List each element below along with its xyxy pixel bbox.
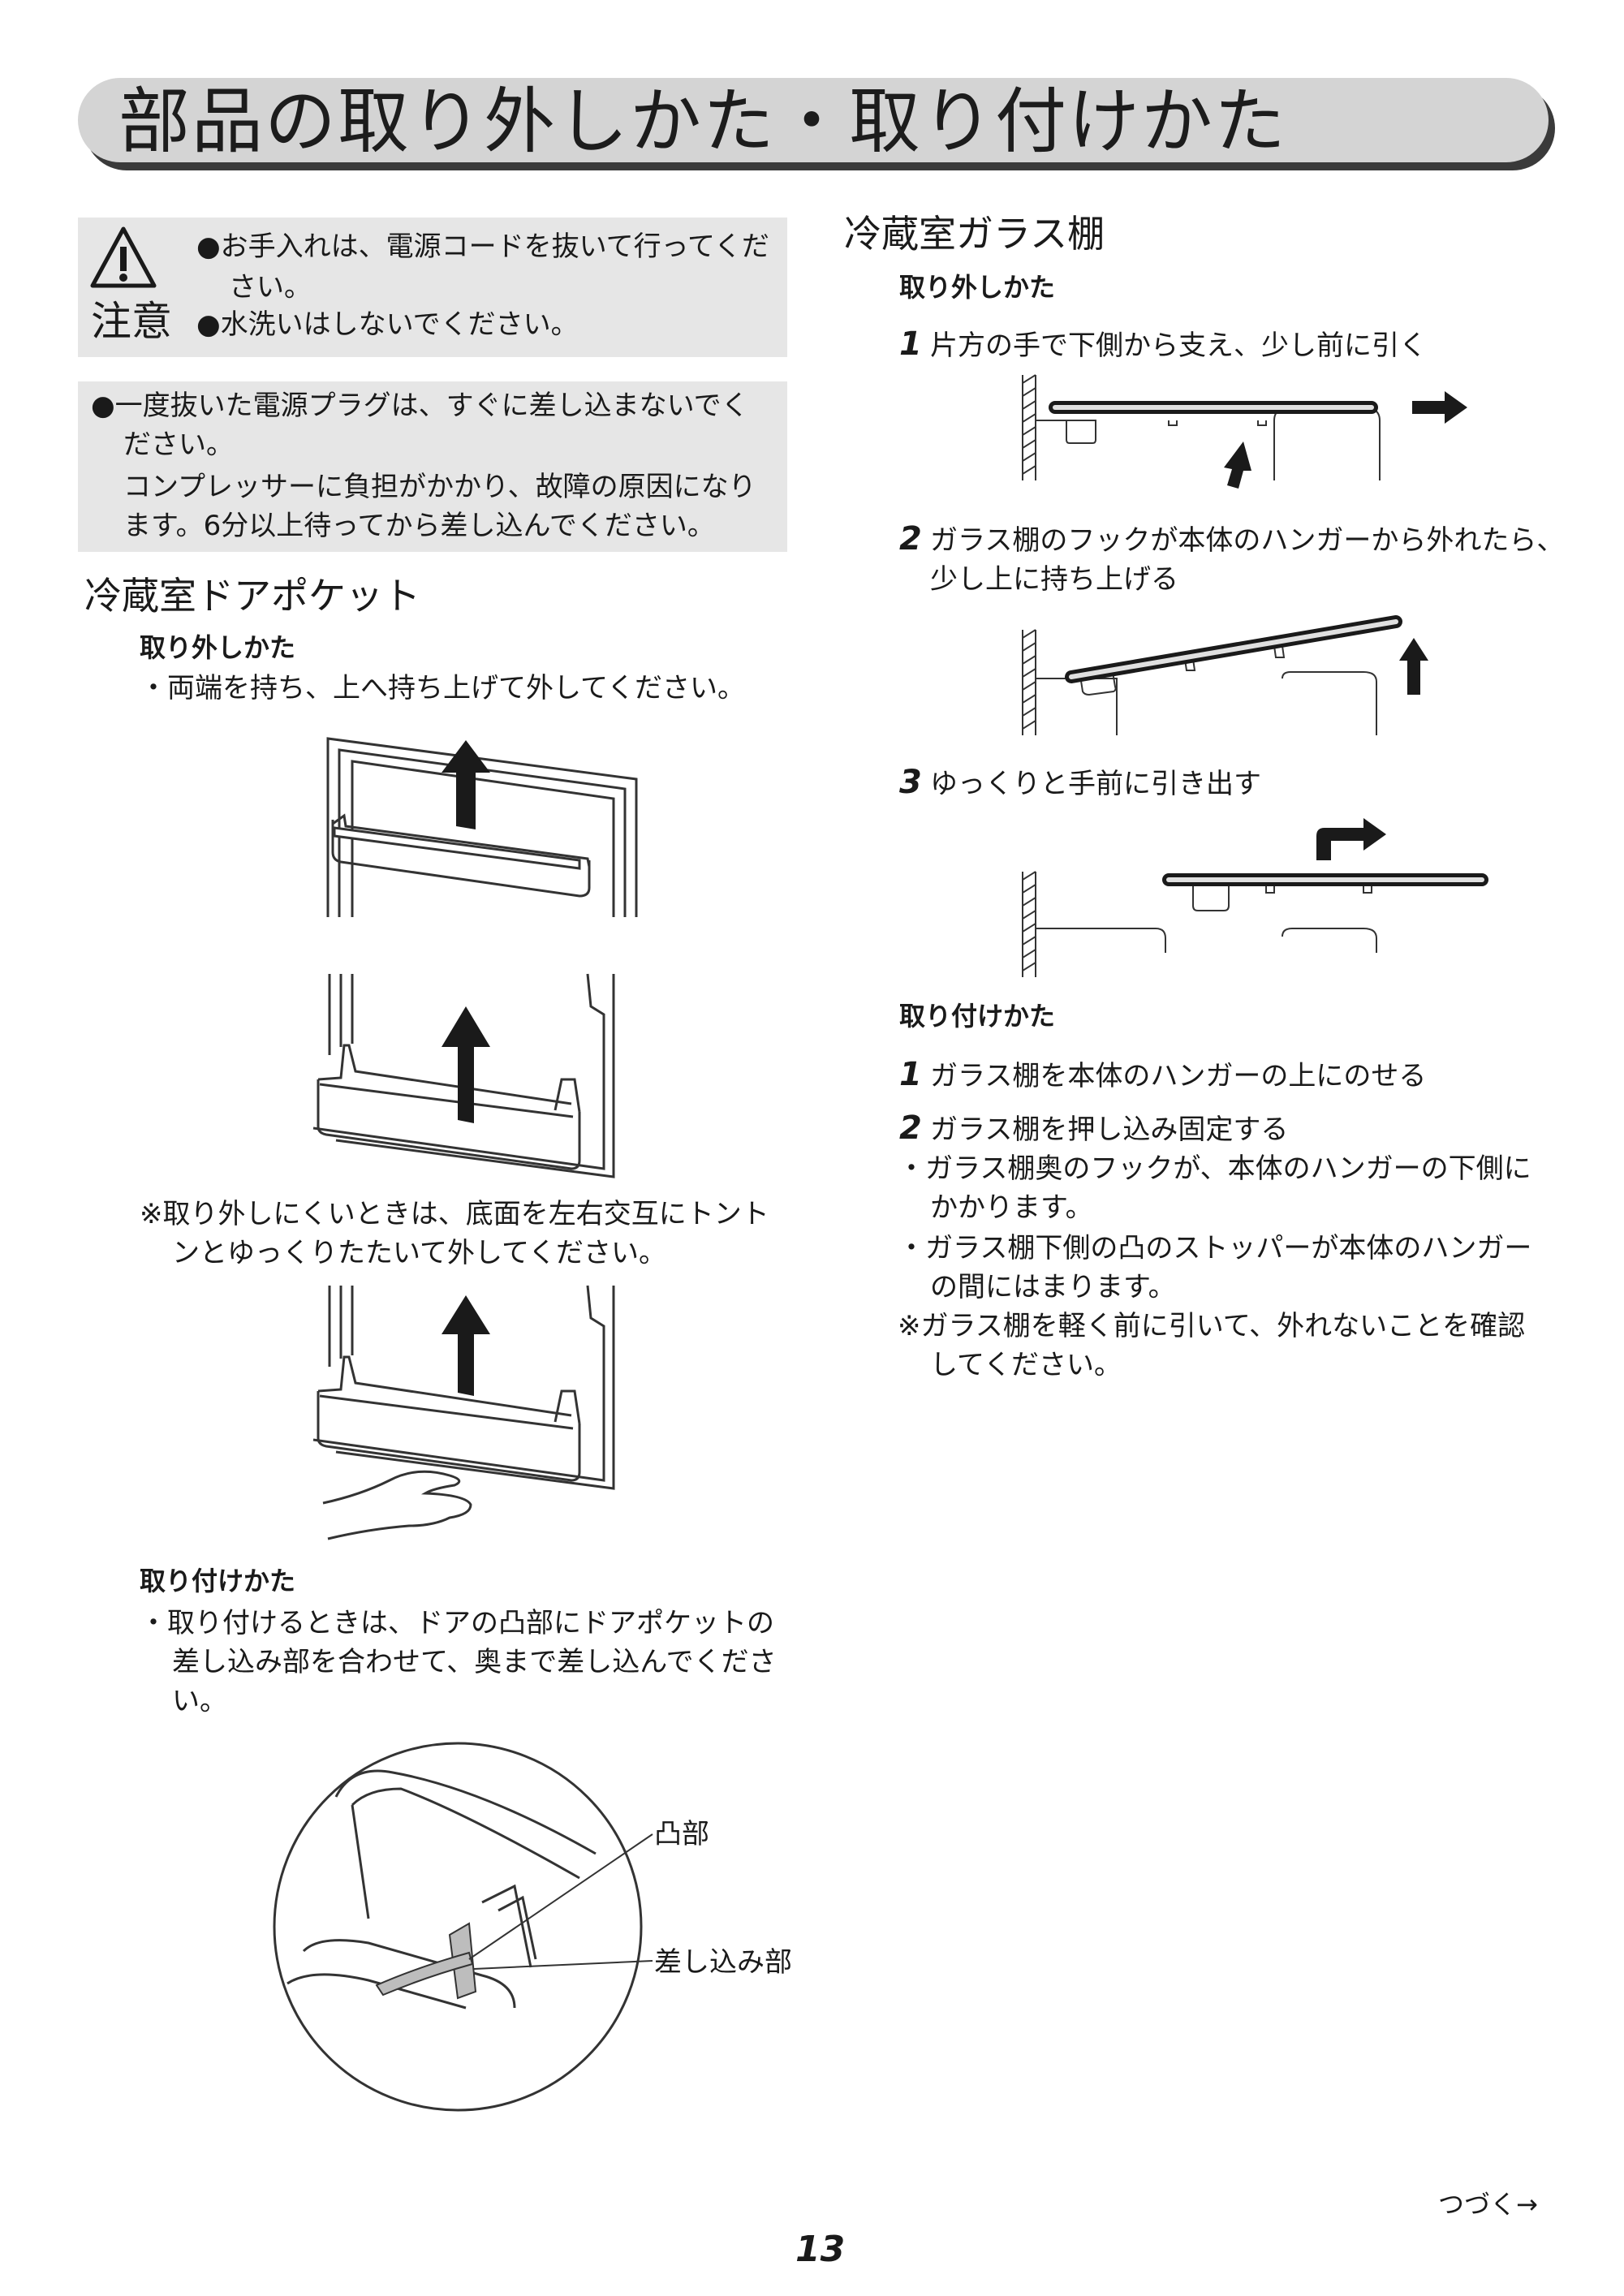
plug-note-line: ます。6分以上待ってから差し込んでください。 [123,510,715,542]
caution-label: 注意 [91,298,172,345]
step-text: 少し上に持ち上げる [930,563,1178,596]
shelf-step1-illustration [1022,374,1467,489]
plug-note-line: コンプレッサーに負担がかかり、故障の原因になり [123,471,756,503]
step-number: 2 [899,520,922,558]
step-text: ガラス棚を押し込み固定する [930,1114,1289,1146]
door-pocket-illustration-2 [312,973,615,1178]
glass-shelf-attach-heading: 取り付けかた [899,1001,1056,1032]
plug-note-line: ださい。 [123,429,234,461]
caution-item-cont: さい。 [229,271,312,304]
attach-note-line: ・ガラス棚下側の凸のストッパーが本体のハンガー [898,1232,1532,1264]
shelf-step2-illustration [1022,615,1428,735]
pocket-attach-detail-illustration [273,1742,653,2112]
step-number: 3 [899,764,922,801]
door-pocket-heading: 冷蔵室ドアポケット [84,574,420,618]
door-pocket-attach-heading: 取り付けかた [140,1566,296,1596]
attach-note-line: の間にはまります。 [930,1271,1176,1303]
caution-item: ●お手入れは、電源コードを抜いて行ってくだ [196,230,769,263]
door-pocket-remove-heading: 取り外しかた [140,632,296,663]
door-pocket-remove-text: ・両端を持ち、上へ持ち上げて外してください。 [140,672,745,704]
caution-item: ●水洗いはしないでください。 [196,308,579,341]
step-number: 2 [899,1109,922,1147]
step-text: ガラス棚のフックが本体のハンガーから外れたら、 [930,524,1565,557]
attach-note-line: してください。 [930,1349,1122,1381]
door-pocket-illustration-1 [326,737,638,917]
step-text: ゆっくりと手前に引き出す [930,768,1261,800]
page-number: 13 [795,2229,846,2270]
label-convex-part: 凸部 [654,1818,709,1850]
glass-shelf-remove-heading: 取り外しかた [899,272,1056,303]
warning-triangle-icon [90,226,157,288]
step-text: 片方の手で下側から支え、少し前に引く [930,330,1427,362]
attach-note-line: ・ガラス棚奥のフックが、本体のハンガーの下側に [898,1152,1531,1185]
door-pocket-note-line: ※取り外しにくいときは、底面を左右交互にトント [140,1198,769,1230]
page-title: 部品の取り外しかた・取り付けかた [118,80,1288,163]
step-number: 1 [899,325,922,363]
label-insert-part: 差し込み部 [654,1946,792,1979]
continued-label: つづく→ [1438,2189,1538,2220]
shelf-step3-illustration [1022,818,1488,977]
door-pocket-attach-line: 差し込み部を合わせて、奥まで差し込んでくださ [172,1646,777,1678]
door-pocket-attach-line: ・取り付けるときは、ドアの凸部にドアポケットの [140,1607,774,1639]
step-text: ガラス棚を本体のハンガーの上にのせる [930,1060,1427,1092]
title-banner [78,78,1549,162]
plug-note-box [78,381,787,552]
plug-note-line: ●一度抜いた電源プラグは、すぐに差し込まないでく [91,390,749,422]
door-pocket-illustration-3 [312,1285,615,1540]
attach-note-line: ※ガラス棚を軽く前に引いて、外れないことを確認 [898,1310,1526,1342]
attach-note-line: かかります。 [930,1191,1093,1224]
step-number: 1 [899,1056,922,1093]
glass-shelf-heading: 冷蔵室ガラス棚 [844,212,1105,256]
door-pocket-note-line: ンとゆっくりたたいて外してください。 [172,1237,666,1269]
caution-box [78,218,787,357]
door-pocket-attach-line: い。 [172,1685,227,1717]
